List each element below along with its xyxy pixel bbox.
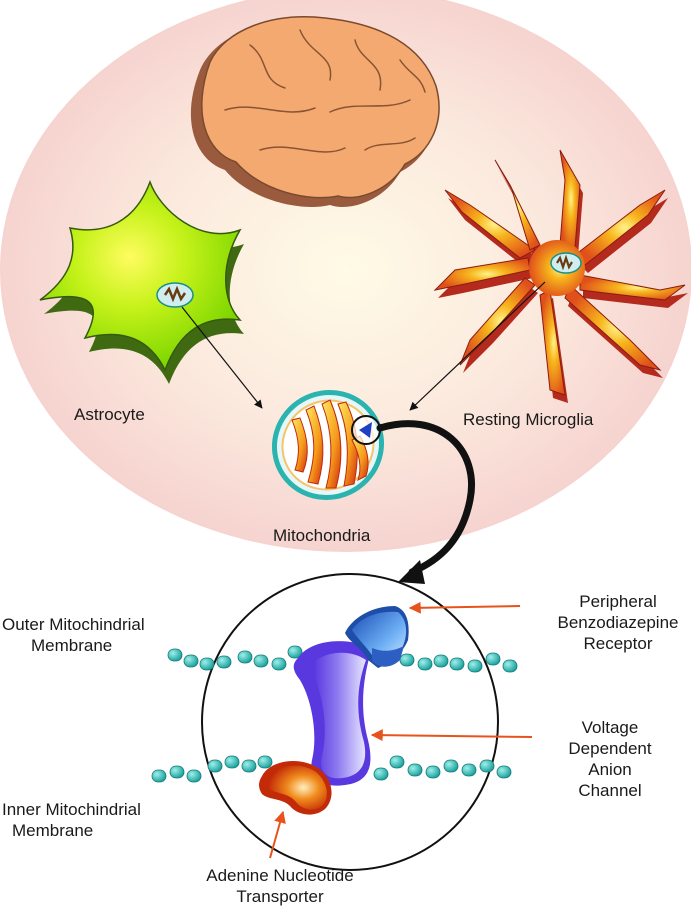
inner-membrane-label: Inner Mitochindrial Membrane [2, 799, 141, 841]
inner-membrane-label-line2: Membrane [12, 821, 94, 840]
inner-membrane-label-line1: Inner Mitochindrial [2, 800, 141, 819]
vdac-label: Voltage Dependent Anion Channel [555, 717, 665, 801]
ant-label-line1: Adenine Nucleotide [206, 866, 354, 885]
microglia-cell [433, 149, 688, 403]
resting-microglia-label: Resting Microglia [463, 410, 594, 429]
vdac-label-line3: Anion [588, 760, 632, 779]
ant-label-line2: Transporter [236, 887, 324, 906]
outer-membrane-label-line2: Membrane [31, 636, 113, 655]
ant-label: Adenine Nucleotide Transporter [180, 865, 380, 907]
pbr-pointer-arrow [408, 601, 521, 614]
vdac-label-line2: Dependent [568, 739, 652, 758]
pbr-label: Peripheral Benzodiazepine Receptor [545, 591, 691, 654]
outer-membrane-lipids [167, 645, 518, 673]
pbr-label-line1: Peripheral [579, 592, 657, 611]
pbr-receptor [345, 606, 409, 668]
mitochondria-label: Mitochondria [273, 526, 371, 545]
outer-membrane-label: Outer Mitochindrial Membrane [2, 614, 145, 656]
background-glow [0, 0, 691, 552]
pbr-label-line2: Benzodiazepine [557, 613, 679, 632]
mitochondrion [271, 389, 385, 501]
vdac-label-line1: Voltage [581, 718, 639, 737]
ant-transporter [259, 761, 332, 815]
astrocyte-cell [39, 179, 244, 384]
microglia-mitochondrion [550, 252, 582, 274]
outer-membrane-label-line1: Outer Mitochindrial [2, 615, 145, 634]
zoom-arrow [376, 420, 475, 576]
brain-illustration [190, 16, 440, 207]
astrocyte-label: Astrocyte [74, 405, 145, 424]
vdac-channel [293, 641, 372, 786]
astrocyte-arrow [181, 306, 263, 409]
pbr-label-line3: Receptor [583, 634, 653, 653]
ant-pointer-arrow [269, 810, 286, 859]
vdac-label-line4: Channel [578, 781, 642, 800]
zoom-arrowhead [398, 560, 425, 584]
inner-membrane-lipids [151, 755, 512, 783]
vdac-pointer-arrow [370, 729, 533, 742]
microglia-arrow [409, 281, 546, 411]
